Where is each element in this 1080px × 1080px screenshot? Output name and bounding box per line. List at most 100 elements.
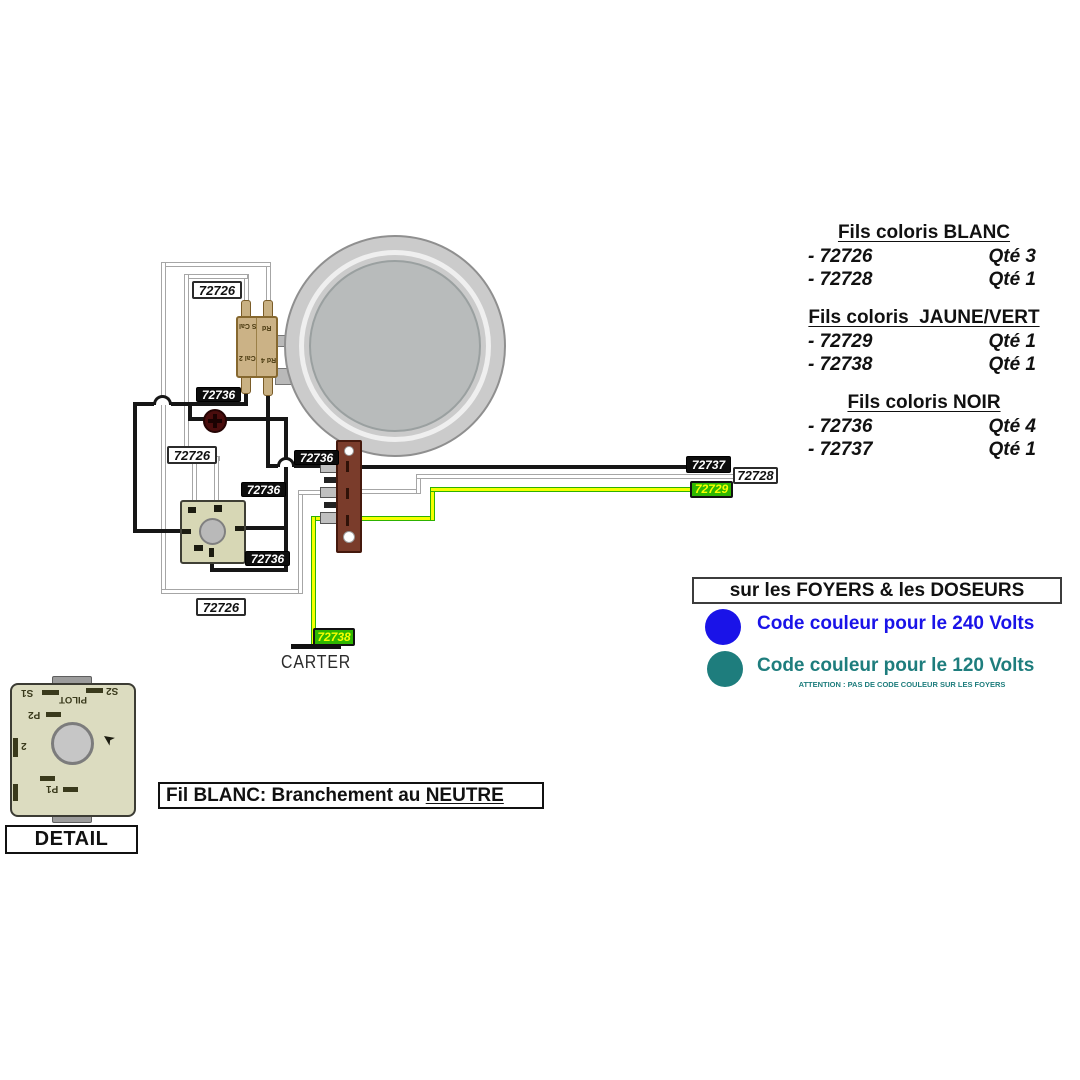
wire-black-connector-left-pin-drop	[244, 392, 248, 406]
ground-label: CARTER	[281, 652, 352, 672]
heating-element-ring	[299, 250, 491, 442]
regulator-mark-top-right	[214, 505, 222, 512]
wire-black-connector-right-pin-drop	[266, 392, 270, 468]
regulator-terminal-right	[235, 526, 244, 531]
wire-tag-72736-b: 72736	[294, 450, 339, 465]
wire-tag-72737: 72737	[686, 456, 731, 473]
wire-white-outer-up-to-strip	[298, 492, 303, 594]
wire-tag-72728: 72728	[733, 467, 778, 484]
wire-black-branch-regulator-right	[244, 526, 288, 530]
wire-black-left-vertical	[133, 402, 137, 533]
wire-white-inner-top	[184, 274, 248, 279]
parts-group-blanc: Fils coloris BLANC - 72726 Qté 3 - 72728…	[798, 222, 1050, 290]
wire-tag-72726-mid: 72726	[167, 446, 217, 464]
wire-black-fuse-up	[188, 404, 192, 421]
wire-black-to-strip-pin-left	[266, 464, 278, 468]
detail-label-2: 2	[21, 740, 27, 751]
part-qty: Qté 3	[988, 246, 1036, 267]
detail-label-s1: S1	[21, 687, 34, 698]
heating-element-inner	[309, 260, 481, 432]
part-ref: - 72737	[808, 439, 873, 460]
color-legend-title-box: sur les FOYERS & les DOSEURS	[692, 577, 1062, 604]
regulator-terminal-bottom	[209, 548, 214, 557]
wire-green-behind-strip	[350, 516, 434, 521]
parts-group-jaune-vert: Fils coloris JAUNE/VERT - 72729 Qté 1 - …	[798, 307, 1050, 375]
terminal-strip-mark-1	[346, 461, 349, 472]
color-dot-240v	[705, 609, 741, 645]
terminal-strip-mark-3	[346, 515, 349, 526]
wire-black-horizontal-405-left	[133, 402, 154, 406]
connector-block	[236, 316, 278, 378]
color-label-120v: Code couleur pour le 120 Volts	[757, 655, 1035, 676]
wire-white-inner-vertical-left	[184, 274, 189, 460]
wire-white-outer-bottom	[161, 589, 303, 594]
part-ref: - 72728	[808, 269, 873, 290]
wire-hop-black-over-black	[277, 457, 295, 467]
detail-terminal-bar-s2	[86, 688, 103, 693]
wire-black-fuse-right-stub	[224, 417, 288, 421]
detail-terminal-bar-p1-right	[63, 787, 78, 792]
parts-group-noir: Fils coloris NOIR - 72736 Qté 4 - 72737 …	[798, 392, 1050, 460]
neutral-note-box: Fil BLANC: Branchement au NEUTRE	[158, 782, 544, 809]
color-note-120v: ATTENTION : PAS DE CODE COULEUR SUR LES …	[798, 680, 1006, 689]
part-ref: - 72736	[808, 416, 873, 437]
wire-black-to-strip-pin-right	[294, 464, 324, 468]
wire-black-to-regulator-left	[133, 529, 183, 533]
detail-terminal-bar-left-lower	[13, 784, 18, 801]
wire-green-72729-run	[430, 487, 695, 492]
wire-black-horizontal-405-right	[171, 402, 248, 406]
thermal-fuse-slot-2	[213, 414, 217, 428]
neutral-note-underlined: NEUTRE	[425, 785, 504, 806]
wire-green-down-to-ground	[311, 516, 316, 646]
detail-label-pilot: PILOT	[59, 694, 87, 705]
wire-black-fuse-left-stub	[188, 417, 206, 421]
parts-group-title: Fils coloris JAUNE/VERT	[808, 307, 1040, 328]
part-qty: Qté 1	[988, 439, 1036, 460]
detail-caption: DETAIL	[34, 828, 109, 850]
wire-black-72737-run	[350, 465, 690, 469]
terminal-strip-hole-top	[344, 446, 354, 456]
wire-tag-72736-a: 72736	[196, 387, 241, 402]
detail-terminal-bar-p1-top	[40, 776, 55, 781]
strip-pin-2	[324, 477, 338, 483]
connector-block-seam	[256, 318, 257, 376]
parts-row: - 72728 Qté 1	[798, 269, 1050, 290]
terminal-strip-hole-bottom	[343, 531, 355, 543]
part-qty: Qté 1	[988, 269, 1036, 290]
wire-white-72728-run	[416, 474, 738, 479]
parts-row: - 72736 Qté 4	[798, 416, 1050, 437]
wire-tag-72729: 72729	[690, 481, 733, 498]
terminal-strip-mark-2	[346, 488, 349, 499]
strip-pin-4	[324, 502, 338, 508]
wire-white-outer-vertical-left	[161, 262, 166, 594]
color-dot-120v	[707, 651, 743, 687]
ground-bar	[291, 644, 341, 649]
part-ref: - 72729	[808, 331, 873, 352]
parts-group-title: Fils coloris BLANC	[837, 222, 1011, 243]
color-label-240v: Code couleur pour le 240 Volts	[757, 613, 1035, 634]
detail-terminal-bar-s1	[42, 690, 59, 695]
part-qty: Qté 1	[988, 331, 1036, 352]
neutral-note-text: Fil BLANC: Branchement au	[166, 785, 426, 806]
part-ref: - 72738	[808, 354, 873, 375]
regulator-shaft-hole	[199, 518, 226, 545]
wire-green-jog-up	[430, 487, 435, 521]
part-qty: Qté 4	[988, 416, 1036, 437]
parts-row: - 72729 Qté 1	[798, 331, 1050, 352]
detail-terminal-bar-left-upper	[13, 738, 18, 757]
part-ref: - 72726	[808, 246, 873, 267]
regulator-mark-top-left	[188, 507, 196, 513]
connector-label-top-left: S Cal	[239, 322, 257, 329]
wire-tag-72726-bottom: 72726	[196, 598, 246, 616]
detail-terminal-bar-p2	[46, 712, 61, 717]
detail-caption-box: DETAIL	[5, 825, 138, 854]
parts-row: - 72737 Qté 1	[798, 439, 1050, 460]
part-qty: Qté 1	[988, 354, 1036, 375]
wire-black-fuse-vertical	[284, 417, 288, 572]
regulator-terminal-left	[182, 529, 191, 534]
detail-label-s2: S2	[106, 685, 119, 696]
parts-group-title: Fils coloris NOIR	[847, 392, 1001, 413]
wire-tag-72738: 72738	[313, 628, 355, 646]
regulator-mark-bottom-left	[194, 545, 203, 551]
